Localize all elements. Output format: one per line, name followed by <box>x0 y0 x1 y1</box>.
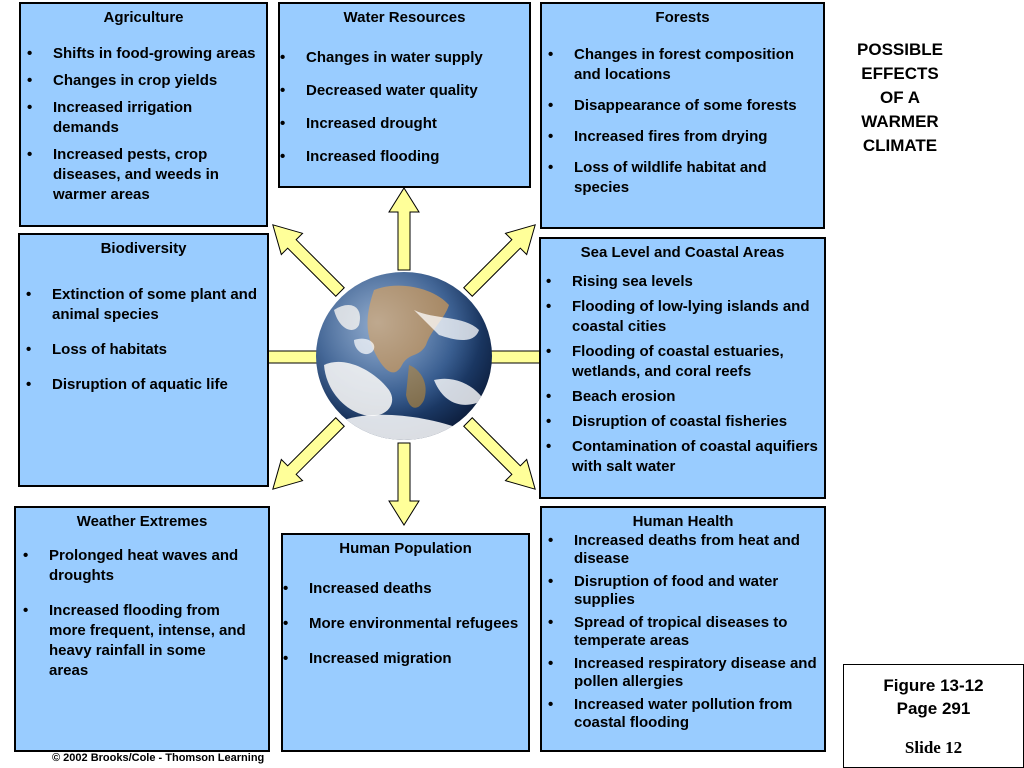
list-item: Increased irrigation demands <box>27 98 258 138</box>
list-item: Disruption of aquatic life <box>26 375 262 395</box>
list-item: Loss of wildlife habitat and species <box>548 158 809 198</box>
biodiversity-box: Biodiversity Extinction of some plant an… <box>18 233 269 487</box>
list-item: Disruption of coastal fisheries <box>546 412 820 432</box>
list-item: Shifts in food-growing areas <box>27 44 258 64</box>
biodiversity-list: Extinction of some plant and animal spec… <box>20 285 262 395</box>
list-item: Changes in water supply <box>280 48 526 68</box>
figure-page: Page 291 <box>896 699 971 718</box>
agriculture-title: Agriculture <box>103 9 184 26</box>
list-item: Spread of tropical diseases to temperate… <box>548 614 822 650</box>
human-health-list: Increased deaths from heat and disease D… <box>542 532 822 732</box>
forests-title: Forests <box>655 9 710 26</box>
title-line: WARMER <box>861 112 939 131</box>
human-population-box: Human Population Increased deaths More e… <box>281 533 530 752</box>
list-item: Changes in forest composition and locati… <box>548 45 809 85</box>
title-line: CLIMATE <box>862 136 938 155</box>
list-item: Beach erosion <box>546 387 820 407</box>
list-item: Rising sea levels <box>546 272 820 292</box>
sea-level-title: Sea Level and Coastal Areas <box>580 244 785 261</box>
copyright-text: © 2002 Brooks/Cole - Thomson Learning <box>52 752 265 764</box>
human-population-list: Increased deaths More environmental refu… <box>283 579 519 669</box>
list-item: Increased pests, crop diseases, and weed… <box>27 145 258 205</box>
human-health-title: Human Health <box>632 513 734 530</box>
list-item: Contamination of coastal aquifiers with … <box>546 437 820 477</box>
list-item: Extinction of some plant and animal spec… <box>26 285 262 325</box>
water-resources-box: Water Resources Changes in water supply … <box>278 2 531 188</box>
human-population-title: Human Population <box>339 540 472 557</box>
arrow-down-left <box>272 417 345 490</box>
list-item: More environmental refugees <box>283 614 519 634</box>
list-item: Disruption of food and water supplies <box>548 573 822 609</box>
arrow-up <box>388 187 420 271</box>
slide-title: POSSIBLE EFFECTS OF A WARMER CLIMATE <box>840 38 960 158</box>
arrow-down-right <box>463 417 536 490</box>
title-line: OF A <box>880 88 920 107</box>
weather-extremes-title: Weather Extremes <box>76 513 208 530</box>
earth-globe-icon <box>316 272 492 440</box>
forests-list: Changes in forest composition and locati… <box>542 45 809 198</box>
agriculture-list: Shifts in food-growing areas Changes in … <box>21 44 258 205</box>
title-line: POSSIBLE <box>857 40 943 59</box>
list-item: Increased fires from drying <box>548 127 809 147</box>
list-item: Increased deaths <box>283 579 519 599</box>
title-line: EFFECTS <box>861 64 939 83</box>
list-item: Increased water pollution from coastal f… <box>548 696 822 732</box>
list-item: Increased drought <box>280 114 526 134</box>
list-item: Flooding of coastal estuaries, wetlands,… <box>546 342 820 382</box>
list-item: Increased respiratory disease and pollen… <box>548 655 822 691</box>
arrow-down <box>388 442 420 526</box>
weather-extremes-list: Prolonged heat waves and droughts Increa… <box>16 546 249 681</box>
figure-label: Figure 13-12 <box>883 676 984 695</box>
arrow-up-left <box>272 224 345 297</box>
slide-number: Slide 12 <box>904 738 963 757</box>
sea-level-list: Rising sea levels Flooding of low-lying … <box>541 272 820 477</box>
biodiversity-title: Biodiversity <box>100 240 187 257</box>
water-resources-title: Water Resources <box>343 9 466 26</box>
list-item: Prolonged heat waves and droughts <box>23 546 249 586</box>
water-resources-list: Changes in water supply Decreased water … <box>280 48 526 167</box>
list-item: Disappearance of some forests <box>548 96 809 116</box>
list-item: Increased flooding from more frequent, i… <box>23 601 249 681</box>
sea-level-box: Sea Level and Coastal Areas Rising sea l… <box>539 237 826 499</box>
list-item: Increased migration <box>283 649 519 669</box>
list-item: Changes in crop yields <box>27 71 258 91</box>
forests-box: Forests Changes in forest composition an… <box>540 2 825 229</box>
list-item: Increased flooding <box>280 147 526 167</box>
figure-reference-box: Figure 13-12 Page 291 Slide 12 <box>843 664 1024 768</box>
list-item: Increased deaths from heat and disease <box>548 532 822 568</box>
agriculture-box: Agriculture Shifts in food-growing areas… <box>19 2 268 227</box>
list-item: Loss of habitats <box>26 340 262 360</box>
arrow-up-right <box>463 224 536 297</box>
weather-extremes-box: Weather Extremes Prolonged heat waves an… <box>14 506 270 752</box>
human-health-box: Human Health Increased deaths from heat … <box>540 506 826 752</box>
list-item: Flooding of low-lying islands and coasta… <box>546 297 820 337</box>
list-item: Decreased water quality <box>280 81 526 101</box>
